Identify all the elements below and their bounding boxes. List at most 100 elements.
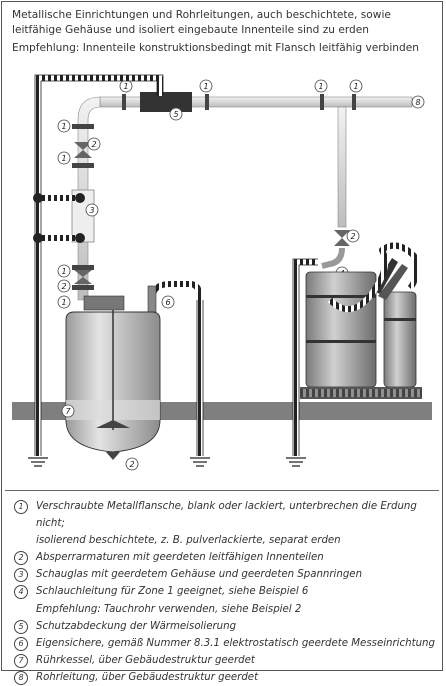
legend-number: 8 [14, 670, 28, 685]
legend-item: 1 Verschraubte Metallflansche, blank oder… [14, 498, 439, 549]
kettle-label-circle [61, 404, 75, 418]
kettle-label: 7 [65, 407, 71, 416]
drum-2-rib [384, 318, 416, 321]
legend-number: 3 [14, 568, 28, 583]
legend-line: Eigensichere, gemäß Nummer 8.3.1 elektro… [36, 637, 435, 649]
drum-2 [383, 291, 417, 388]
label-circle-1a [57, 119, 71, 133]
earth-node-4 [75, 193, 85, 203]
insulation-cover [140, 92, 192, 112]
legend-line: Absperrarmaturen mit geerdeten leitfähig… [36, 552, 324, 564]
pallet-hatch [300, 389, 422, 397]
intro-line-2: Empfehlung: Innenteile konstruktionsbedi… [12, 42, 419, 54]
legend-text: Rührkessel, über Gebäudestruktur geerdet [36, 652, 439, 669]
label-circle-1h [349, 79, 363, 93]
earth-symbol-1 [28, 457, 48, 467]
measuring-device [147, 285, 157, 313]
valve-riser-1 [74, 142, 92, 158]
ground-cable-drum-left [293, 259, 318, 456]
legend-line: Verschraubte Metallflansche, blank oder … [36, 501, 417, 530]
label-2a: 2 [91, 140, 96, 149]
legend-number: 6 [14, 636, 28, 651]
label-1d: 1 [61, 298, 66, 307]
legend: 1 Verschraubte Metallflansche, blank oder… [14, 498, 439, 686]
stirrer-blade [96, 420, 130, 428]
label-1e: 1 [123, 82, 128, 91]
stirrer-drive [83, 295, 125, 311]
label-circle-2c [346, 229, 360, 243]
legend-line: Empfehlung: Tauchrohr verwenden, siehe B… [36, 603, 302, 615]
intro-text: Metallische Einrichtungen und Rohrleitun… [12, 8, 437, 56]
label-circle-2d [125, 457, 139, 471]
label-2b: 2 [61, 282, 66, 291]
flange-riser-3 [72, 265, 94, 270]
flange-pipe-2 [205, 94, 209, 110]
legend-line: Rohrleitung, über Gebäudestruktur geerde… [36, 671, 259, 683]
ground-cable-left [35, 75, 163, 456]
label-circle-1b [57, 151, 71, 165]
label-2d: 2 [129, 460, 134, 469]
legend-number: 1 [14, 500, 28, 514]
label-circle-1g [314, 79, 328, 93]
flange-pipe-1 [122, 94, 126, 110]
meter-label-circle [161, 295, 175, 309]
drop-pipe [337, 106, 347, 228]
sightglass-label: 3 [89, 206, 94, 215]
cable-outline-drum [292, 258, 318, 456]
earth-node-2 [75, 233, 85, 243]
drum-pump-2 [378, 264, 408, 300]
cable-outline-left-inner [40, 80, 158, 456]
ground-cable-drum-right [327, 242, 420, 312]
legend-number: 2 [14, 551, 28, 566]
drum-1-rib-1 [306, 295, 376, 298]
figure-frame [1, 1, 443, 671]
label-1c: 1 [61, 267, 66, 276]
legend-line: Rührkessel, über Gebäudestruktur geerdet [36, 654, 255, 666]
flange-pipe-3 [320, 94, 324, 110]
legend-text: Schlauchleitung für Zone 1 geeignet, sie… [36, 583, 439, 617]
label-2c: 2 [350, 232, 355, 241]
label-1a: 1 [61, 122, 66, 131]
pipeline-label-circle [411, 95, 425, 109]
cover-label-circle [169, 107, 183, 121]
legend-text: Rohrleitung, über Gebäudestruktur geerde… [36, 669, 439, 686]
label-circle-1d [57, 295, 71, 309]
legend-item: 3 Schauglas mit geerdetem Gehäuse und gee… [14, 566, 439, 583]
drop-valve [334, 230, 350, 246]
drum-1-rib-2 [306, 340, 376, 343]
flange-riser-1 [72, 124, 94, 129]
label-1g: 1 [318, 82, 323, 91]
label-1h: 1 [353, 82, 358, 91]
valve-riser-2 [74, 270, 92, 284]
flange-riser-4 [72, 285, 94, 290]
pipeline-label: 8 [415, 98, 420, 107]
legend-line: Schauglas mit geerdetem Gehäuse und geer… [36, 569, 363, 581]
legend-item: 5 Schutzabdeckung der Wärmeisolierung [14, 618, 439, 635]
legend-item: 8 Rohrleitung, über Gebäudestruktur geerd… [14, 669, 439, 686]
grounding-diagram: 8 3 1 2 1 1 2 1 5 1 1 1 1 2 [12, 74, 432, 471]
intro-line-1: Metallische Einrichtungen und Rohrleitun… [12, 9, 391, 36]
legend-item: 2 Absperrarmaturen mit geerdeten leitfähi… [14, 549, 439, 566]
legend-box [5, 490, 439, 667]
cable-outline-left-outer [34, 74, 164, 456]
legend-number: 7 [14, 653, 28, 668]
earth-symbol-2 [190, 457, 210, 467]
legend-number: 5 [14, 619, 28, 634]
legend-text: Schutzabdeckung der Wärmeisolierung [36, 618, 439, 635]
label-circle-2a [87, 137, 101, 151]
legend-line: Schutzabdeckung der Wärmeisolierung [36, 620, 237, 632]
sightglass-label-circle [85, 203, 99, 217]
label-circle-1c [57, 264, 71, 278]
legend-text: Schauglas mit geerdetem Gehäuse und geer… [36, 566, 439, 583]
flange-pipe-4 [352, 94, 356, 110]
legend-item: 6 Eigensichere, gemäß Nummer 8.3.1 elektr… [14, 635, 439, 652]
legend-text: Verschraubte Metallflansche, blank oder … [36, 498, 439, 549]
cable-outlines [34, 74, 318, 456]
pipe-labels: 1 1 1 1 [119, 79, 363, 93]
legend-text: Absperrarmaturen mit geerdeten leitfähig… [36, 549, 439, 566]
earth-node-3 [33, 193, 43, 203]
legend-line: isolierend beschichtete, z. B. pulverlac… [36, 535, 341, 547]
legend-item: 7 Rührkessel, über Gebäudestruktur geerde… [14, 652, 439, 669]
label-circle-2b [57, 279, 71, 293]
